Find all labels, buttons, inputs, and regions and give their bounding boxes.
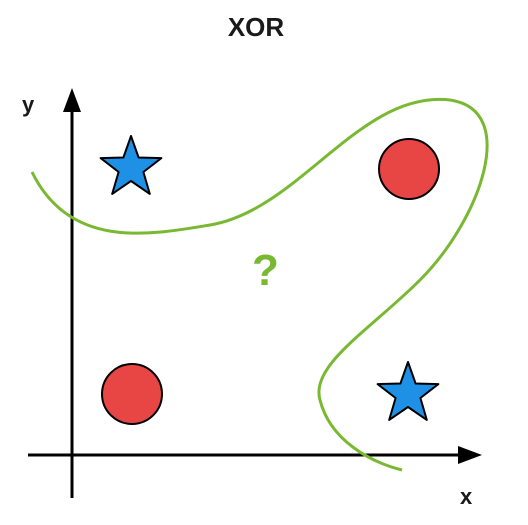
x-axis-arrowhead [458,446,482,464]
question-mark: ? [252,246,279,295]
circle-icon [101,363,163,425]
star-icon [376,361,440,421]
y-axis-label: y [22,92,35,117]
x-axis-label: x [460,484,473,509]
circle-icon [378,138,440,200]
decision-boundary-curve [30,97,489,472]
y-axis-arrowhead [63,88,81,112]
diagram-title: XOR [227,12,285,42]
star-icon [99,135,163,195]
